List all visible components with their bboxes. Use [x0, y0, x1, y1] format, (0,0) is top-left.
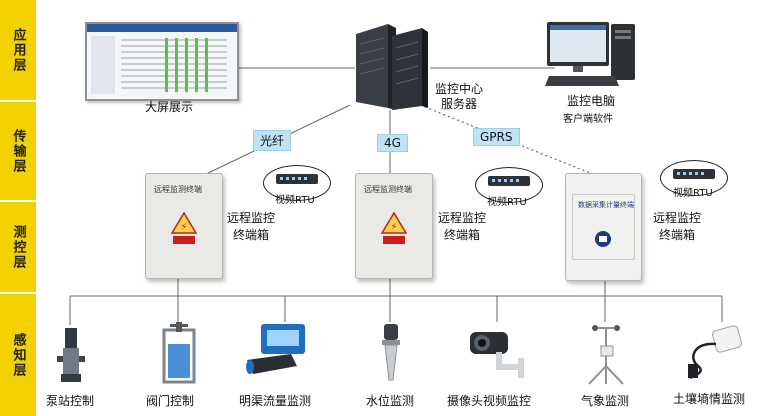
gate-valve-icon — [162, 322, 196, 384]
layer-label: 测控层 — [10, 224, 26, 270]
desktop-pc-icon — [545, 22, 635, 86]
sensor-label-weather: 气象监测 — [581, 394, 630, 408]
4g-tag: 4G — [377, 134, 408, 152]
sensor-label-camera: 摄像头视频监控 — [447, 394, 532, 408]
pump-icon — [57, 328, 85, 382]
layer-label: 应用层 — [10, 27, 26, 73]
video-rtu-bubble-3 — [660, 160, 728, 196]
layer-control: 测控层 — [0, 202, 36, 292]
sensor-label-flow: 明渠流量监测 — [239, 394, 312, 408]
layer-divider — [0, 292, 36, 294]
video-rtu-label-1: 视频RTU — [275, 195, 315, 206]
server-icon — [356, 24, 428, 110]
warning-sign-icon: ⚡ — [381, 212, 407, 244]
sensor-label-level: 水位监测 — [366, 394, 415, 408]
sensor-label-valve: 阀门控制 — [146, 394, 195, 408]
rtu-device-icon — [276, 174, 318, 184]
terminal-label-3-line1: 远程监控 — [653, 211, 702, 225]
terminal-box-3: 数据采集计量终端 — [565, 173, 642, 281]
fiber-tag: 光纤 — [253, 130, 292, 151]
video-rtu-bubble-1 — [263, 165, 331, 201]
logo-icon — [595, 231, 611, 247]
box-door — [572, 194, 635, 260]
layer-divider — [0, 100, 36, 102]
rtu-device-icon — [673, 169, 715, 179]
layer-perception: 感知层 — [0, 294, 36, 416]
video-rtu-label-2: 视频RTU — [487, 197, 527, 208]
layer-label: 感知层 — [10, 332, 26, 378]
terminal-label-2-line2: 终端箱 — [444, 228, 481, 242]
layer-divider — [0, 200, 36, 202]
layer-bar — [0, 0, 36, 416]
server-label-line2: 服务器 — [441, 97, 478, 111]
video-rtu-label-3: 视频RTU — [673, 188, 713, 199]
big-screen-display — [85, 22, 239, 101]
box-header: 远程监测终端 — [364, 185, 412, 194]
server-label-line1: 监控中心 — [435, 82, 484, 96]
camera-icon — [470, 332, 524, 378]
dashboard-icon — [87, 24, 237, 94]
pc-label: 监控电脑 — [567, 94, 616, 108]
box-header: 远程监测终端 — [154, 185, 202, 194]
terminal-box-1: 远程监测终端 ⚡ — [145, 173, 223, 279]
terminal-label-1-line1: 远程监控 — [227, 211, 276, 225]
terminal-box-2: 远程监测终端 ⚡ — [355, 173, 433, 279]
gprs-tag: GPRS — [473, 128, 520, 146]
svg-text:⚡: ⚡ — [180, 222, 187, 233]
layer-label: 传输层 — [10, 128, 26, 174]
flowmeter-icon — [246, 324, 305, 374]
layer-transport: 传输层 — [0, 102, 36, 200]
soil-sensor-icon — [688, 325, 743, 380]
warning-sign-icon: ⚡ — [171, 212, 197, 244]
weather-station-icon — [588, 325, 624, 385]
terminal-label-1-line2: 终端箱 — [233, 228, 270, 242]
layer-application: 应用层 — [0, 0, 36, 100]
svg-text:⚡: ⚡ — [390, 222, 397, 233]
video-rtu-bubble-2 — [475, 167, 543, 203]
box-header: 数据采集计量终端 — [578, 201, 634, 209]
terminal-label-3-line2: 终端箱 — [659, 228, 696, 242]
radar-level-icon — [382, 324, 400, 381]
pc-sublabel: 客户端软件 — [563, 114, 613, 125]
terminal-label-2-line1: 远程监控 — [438, 211, 487, 225]
sensor-label-soil: 土壤墒情监测 — [673, 392, 746, 406]
rtu-device-icon — [488, 176, 530, 186]
sensor-label-pump: 泵站控制 — [46, 394, 95, 408]
big-screen-label: 大屏展示 — [145, 100, 194, 114]
